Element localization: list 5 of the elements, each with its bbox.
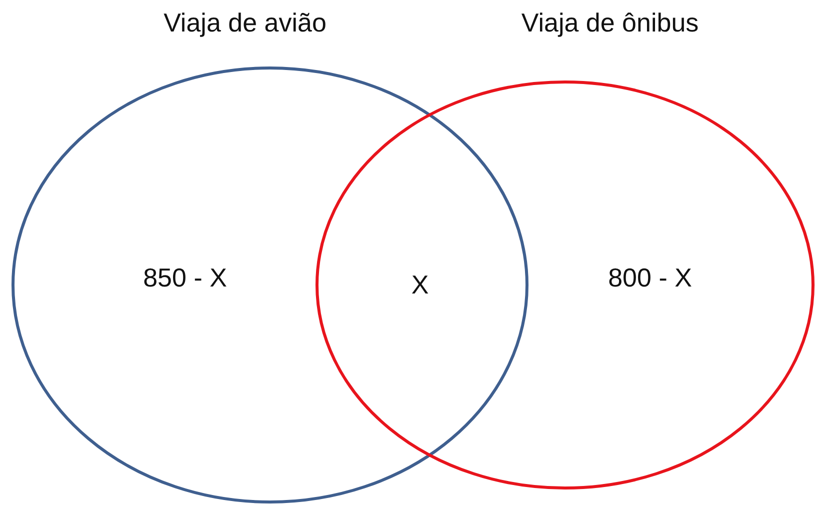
region-label: 850 - X: [143, 262, 227, 294]
region-label: X: [411, 270, 429, 300]
set-title: Viaja de ônibus: [521, 8, 699, 38]
set-title: Viaja de avião: [164, 8, 326, 38]
region-label: 800 - X: [608, 262, 692, 294]
